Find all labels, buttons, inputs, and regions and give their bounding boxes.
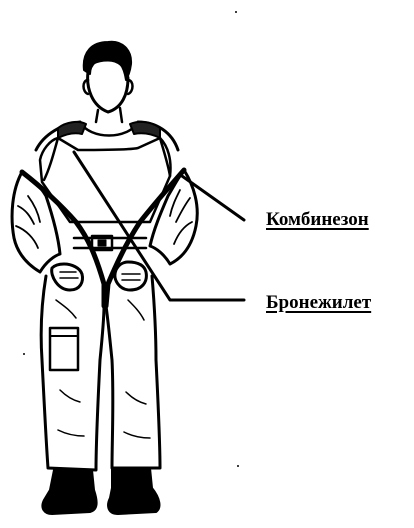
right-boot (108, 468, 159, 514)
left-hand (52, 264, 83, 290)
speck (23, 353, 25, 355)
vest-shoulder-left (58, 122, 86, 138)
left-hand-fingers (60, 272, 78, 278)
left-sleeve-folds (16, 196, 40, 248)
right-hand (115, 262, 146, 290)
coverall-leader-line (182, 176, 244, 220)
neck (96, 108, 122, 122)
right-sleeve-folds (170, 190, 192, 244)
vest-leader-line (74, 152, 244, 300)
speck (235, 11, 237, 13)
left-sleeve (12, 172, 60, 272)
right-hand-fingers (122, 274, 140, 280)
belt-buckle-inner (98, 240, 106, 246)
vest-armholes (44, 138, 170, 180)
right-sleeve (150, 170, 197, 264)
left-leg (41, 276, 104, 470)
vest-shoulder-right (130, 122, 160, 138)
thigh-pocket (50, 328, 78, 370)
body-armor-label: Бронежилет (266, 293, 371, 312)
left-boot (42, 470, 96, 514)
speck (237, 465, 239, 467)
coverall-label: Комбинезон (266, 210, 369, 229)
